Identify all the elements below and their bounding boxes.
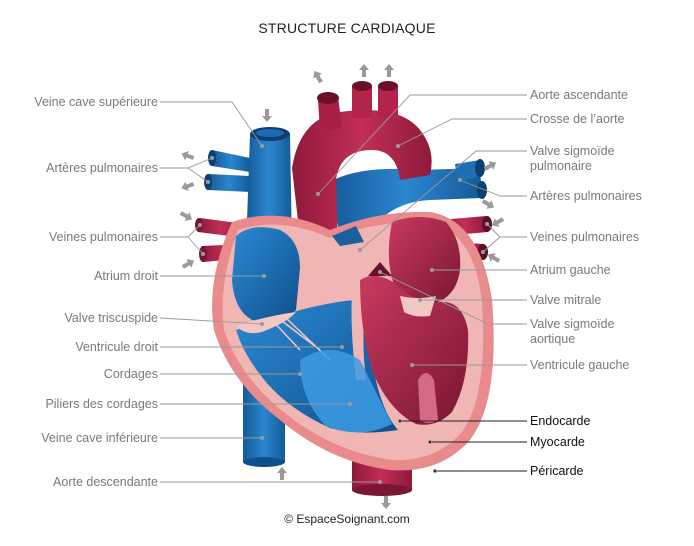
leader-dot — [429, 267, 435, 273]
label-right-atrium: Atrium droit — [94, 269, 158, 283]
arrow-icon — [181, 259, 195, 269]
label-inferior-vena-cava: Veine cave inférieure — [41, 431, 158, 445]
leader-line — [187, 236, 204, 255]
label-pericardium: Péricarde — [530, 464, 584, 478]
label-aortic-valve-line2: aortique — [530, 332, 576, 346]
label-aortic-valve-line1: Valve sigmoïde — [530, 317, 615, 331]
label-endocardium: Endocarde — [530, 414, 591, 428]
leader-line — [359, 150, 527, 251]
leader-dot — [259, 435, 265, 441]
leader-lines — [159, 94, 527, 485]
leader-dot — [259, 143, 265, 149]
leader-line — [187, 167, 209, 183]
arrow-icon — [483, 161, 497, 171]
arrow-icon — [181, 150, 195, 161]
arrow-icon — [262, 109, 272, 122]
label-pulmonary-arteries-left: Artères pulmonaires — [46, 161, 158, 175]
leader-dot — [397, 418, 403, 424]
label-papillary-muscles: Piliers des cordages — [45, 397, 158, 411]
leader-dot — [480, 249, 486, 255]
credit: © EspaceSoignant.com — [284, 512, 410, 526]
label-ascending-aorta: Aorte ascendante — [530, 88, 628, 102]
arrow-icon — [359, 64, 369, 77]
leader-line — [159, 317, 263, 325]
aortic-arch — [292, 81, 432, 240]
arrow-icon — [181, 181, 195, 192]
leader-line — [160, 224, 201, 238]
left-atrium — [388, 217, 461, 305]
label-left-ventricle: Ventricule gauche — [530, 358, 630, 372]
label-descending-aorta: Aorte descendante — [53, 475, 158, 489]
label-pulmonary-valve-line1: Valve sigmoïde — [530, 144, 615, 158]
leader-dot — [315, 191, 321, 197]
label-left-atrium: Atrium gauche — [530, 263, 611, 277]
leader-dot — [259, 321, 265, 327]
leader-line — [160, 157, 213, 169]
pulmonary-arteries-left — [204, 150, 250, 192]
leader-line — [317, 94, 527, 195]
label-right-ventricle: Ventricule droit — [75, 340, 158, 354]
leader-dot — [205, 179, 211, 185]
label-aortic-arch: Crosse de l’aorte — [530, 112, 625, 126]
mitral-valve — [400, 296, 436, 317]
leader-dot — [297, 371, 303, 377]
leader-dot — [347, 401, 353, 407]
label-pulmonary-valve-line2: pulmonaire — [530, 159, 592, 173]
leader-dot — [200, 251, 206, 257]
leader-dot — [395, 143, 401, 149]
left-ventricle — [360, 275, 469, 425]
label-mitral-valve: Valve mitrale — [530, 293, 602, 307]
leader-line — [459, 179, 527, 197]
leader-dot — [427, 439, 433, 445]
leader-dot — [409, 362, 415, 368]
leader-dot — [339, 344, 345, 350]
leader-dot — [377, 269, 383, 275]
label-tricuspid-valve: Valve triscuspide — [64, 311, 158, 325]
arrow-icon — [277, 467, 287, 480]
arrow-icon — [313, 70, 323, 84]
leader-dot — [357, 247, 363, 253]
arrow-icon — [481, 199, 495, 209]
leader-dot — [432, 468, 438, 474]
label-pulmonary-arteries-right: Artères pulmonaires — [530, 189, 642, 203]
aortic-valve — [368, 262, 392, 276]
label-myocardium: Myocarde — [530, 435, 585, 449]
leader-dot — [377, 479, 383, 485]
arrow-icon — [384, 64, 394, 77]
arrow-icon — [381, 496, 391, 509]
pulmonary-valve — [332, 226, 364, 246]
leader-line — [482, 236, 501, 253]
flow-arrows — [179, 64, 505, 509]
label-chordae: Cordages — [103, 367, 158, 381]
leader-dot — [417, 297, 423, 303]
papillary-muscle-right — [300, 350, 392, 433]
arrow-icon — [491, 217, 505, 227]
leader-line — [160, 101, 263, 147]
leader-line — [397, 118, 527, 147]
leader-dot — [261, 273, 267, 279]
arrow-icon — [487, 253, 501, 263]
label-pulmonary-veins-left: Veines pulmonaires — [48, 230, 158, 244]
leader-dot — [484, 221, 490, 227]
right-atrium — [232, 227, 300, 322]
diagram-title: STRUCTURE CARDIAQUE — [258, 20, 436, 36]
label-pulmonary-veins-right: Veines pulmonaires — [530, 230, 640, 244]
leader-line — [379, 271, 527, 325]
leader-line — [486, 223, 527, 238]
leader-dot — [197, 222, 203, 228]
papillary-muscle-left — [418, 373, 438, 423]
leader-dot — [209, 155, 215, 161]
arrow-icon — [179, 211, 193, 221]
leader-dot — [457, 177, 463, 183]
label-superior-vena-cava: Veine cave supérieure — [34, 95, 158, 109]
